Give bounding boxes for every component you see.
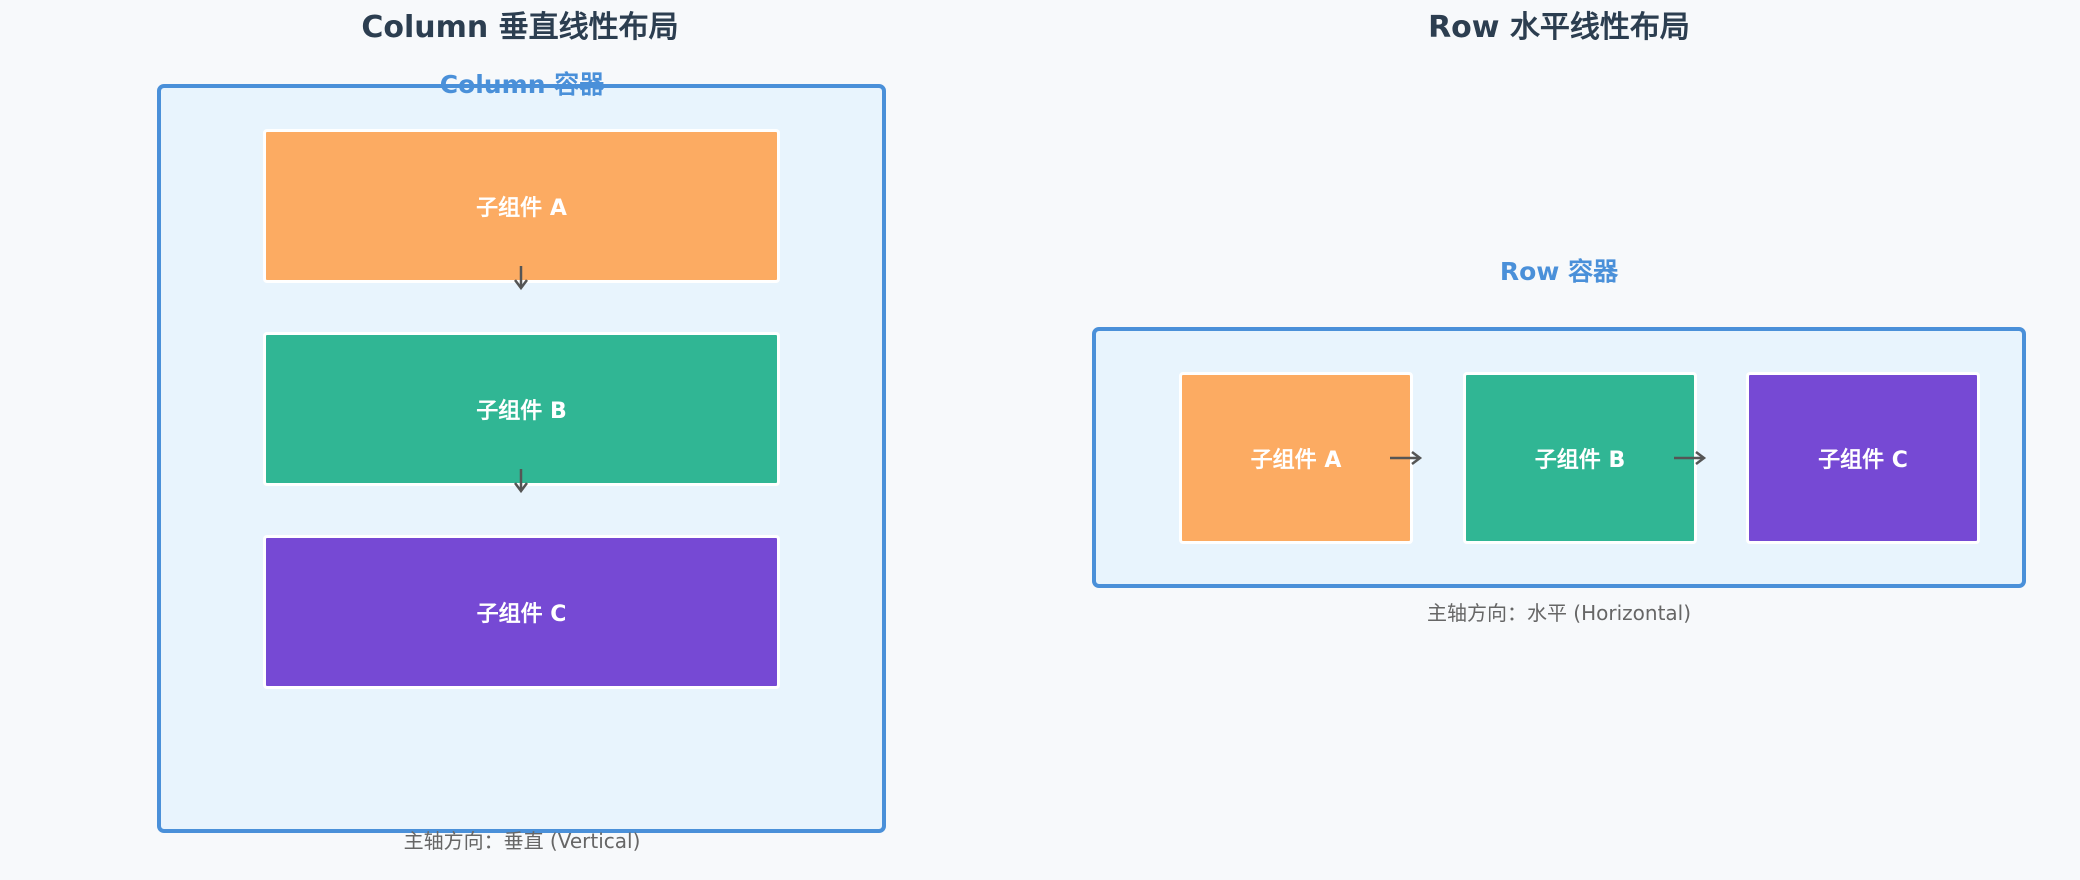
row-caption: 主轴方向：水平 (Horizontal) — [1426, 601, 1692, 625]
column-child-c-label: 子组件 C — [476, 602, 567, 627]
column-child-c: 子组件 C — [263, 535, 780, 689]
column-arrow-down-2 — [514, 469, 528, 494]
row-container-label: Row 容器 — [1499, 257, 1619, 286]
row-child-b: 子组件 B — [1463, 372, 1697, 544]
column-arrow-down-1 — [514, 266, 528, 291]
column-child-a-label: 子组件 A — [476, 196, 567, 221]
row-child-c: 子组件 C — [1746, 372, 1980, 544]
row-child-b-label: 子组件 B — [1534, 448, 1626, 473]
row-title: Row 水平线性布局 — [1428, 10, 1690, 45]
column-title: Column 垂直线性布局 — [361, 10, 679, 45]
column-child-b: 子组件 B — [263, 332, 780, 486]
column-child-a: 子组件 A — [263, 129, 780, 283]
row-child-c-label: 子组件 C — [1818, 448, 1908, 473]
column-container-label: Column 容器 — [439, 70, 605, 99]
column-caption: 主轴方向：垂直 (Vertical) — [403, 829, 641, 853]
column-child-b-label: 子组件 B — [476, 399, 567, 424]
row-arrow-right-2 — [1674, 451, 1707, 465]
row-arrow-right-1 — [1390, 451, 1423, 465]
row-child-a-label: 子组件 A — [1250, 448, 1342, 473]
row-child-a: 子组件 A — [1179, 372, 1413, 544]
